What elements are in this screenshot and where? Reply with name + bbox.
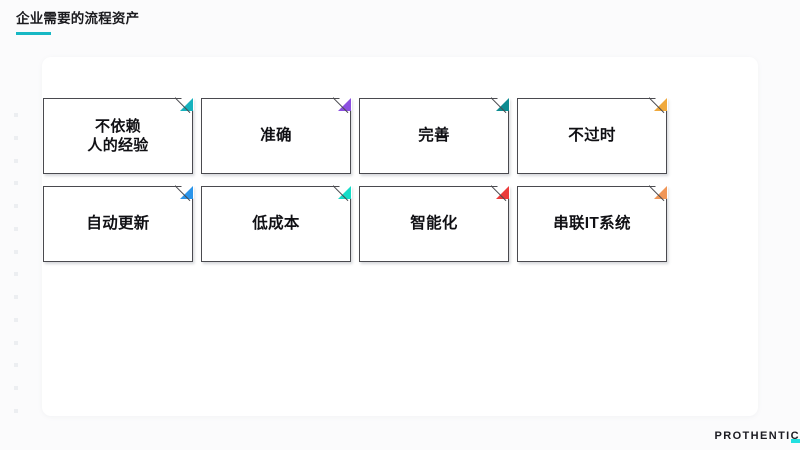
brand-name-accent: C [790, 430, 800, 443]
process-asset-card[interactable]: 准确 [201, 97, 352, 174]
rail-dot [14, 113, 18, 117]
card-label: 完善 [418, 127, 450, 145]
rail-dot [14, 249, 18, 254]
rail-dot [14, 158, 18, 163]
card-corner-edge [333, 97, 352, 116]
card-corner-edge [649, 185, 668, 204]
card-corner-edge [175, 185, 194, 204]
rail-dot [14, 226, 18, 231]
rail-dot [14, 340, 18, 345]
card-row: 不依赖 人的经验 准确 完善 不过时 [43, 97, 671, 174]
process-asset-card[interactable]: 智能化 [359, 185, 510, 262]
rail-dot [14, 363, 18, 368]
page-title: 企业需要的流程资产 [16, 11, 140, 26]
rail-dot [14, 295, 18, 300]
title-underline-accent [16, 31, 51, 36]
card-corner-edge [491, 185, 510, 204]
rail-dot [14, 272, 18, 277]
rail-dot [14, 317, 18, 322]
card-label: 自动更新 [86, 215, 150, 233]
card-label: 串联IT系统 [553, 215, 631, 233]
brand-name: PROTHENTI [714, 430, 791, 442]
process-asset-card[interactable]: 低成本 [201, 185, 352, 262]
process-asset-card[interactable]: 不依赖 人的经验 [43, 97, 194, 174]
rail-dot [14, 135, 18, 140]
rail-dot [14, 408, 18, 413]
rail-dot [14, 386, 18, 391]
rail-dot [14, 181, 18, 186]
card-row: 自动更新 低成本 智能化 串联IT系统 [43, 185, 671, 262]
card-label: 智能化 [410, 215, 458, 233]
card-label: 不过时 [568, 127, 616, 145]
card-label: 不依赖 人的经验 [87, 117, 149, 155]
card-corner-edge [649, 97, 668, 116]
process-asset-card[interactable]: 自动更新 [43, 185, 194, 262]
slide-title-block: 企业需要的流程资产 [16, 11, 436, 36]
card-corner-edge [491, 97, 510, 116]
left-dot-rail [14, 113, 19, 413]
process-asset-card[interactable]: 串联IT系统 [517, 185, 668, 262]
card-label: 准确 [260, 127, 292, 145]
process-asset-card[interactable]: 不过时 [517, 97, 668, 174]
card-label: 低成本 [252, 215, 300, 233]
card-corner-edge [175, 97, 194, 116]
rail-dot [14, 204, 18, 209]
process-asset-card[interactable]: 完善 [359, 97, 510, 174]
card-corner-edge [333, 185, 352, 204]
process-asset-card-grid: 不依赖 人的经验 准确 完善 不过时自动更新 低成本 智能化 串联IT系统 [43, 97, 671, 262]
